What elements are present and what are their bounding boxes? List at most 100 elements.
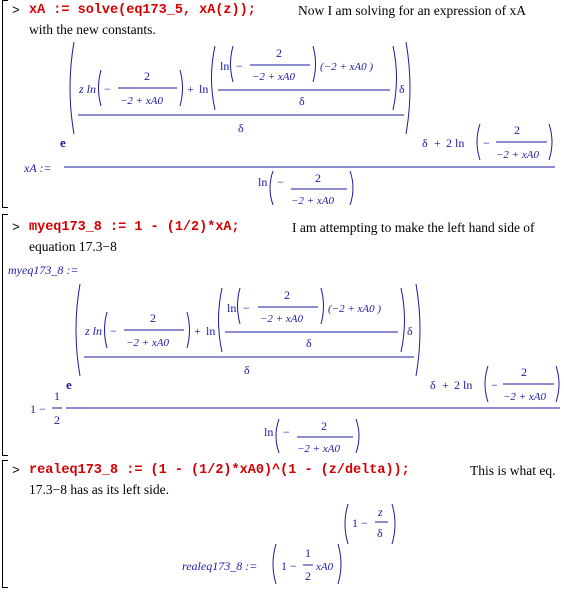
math-glyph: −2 + xA0	[120, 95, 163, 107]
parenthesis	[218, 287, 223, 353]
math-glyph: δ	[377, 526, 383, 540]
math-glyph: ln	[264, 425, 273, 439]
math-output: xA := e z ln − 2 −2 + xA0 + ln ln − 2 −2…	[23, 41, 555, 207]
math-glyph: 1	[305, 546, 311, 560]
math-glyph: −	[104, 82, 111, 96]
parenthesis	[548, 123, 553, 161]
parenthesis	[211, 45, 216, 111]
math-glyph: δ	[306, 336, 312, 350]
parenthesis	[392, 45, 397, 111]
math-output: myeq173_8 := 1 − 1 2 e z ln − 2 −2 + xA0…	[8, 263, 560, 455]
math-glyph: δ	[238, 121, 244, 135]
command-group-2: > myeq173_8 := 1 - (1/2)*xA; I am attemp…	[2, 214, 562, 456]
comment-text[interactable]: I am attempting to make the left hand si…	[292, 220, 535, 235]
math-glyph: 1 −	[30, 402, 46, 416]
math-glyph: 1 −	[352, 516, 368, 530]
math-glyph: 2	[521, 365, 527, 379]
math-glyph: +	[434, 136, 441, 150]
math-glyph: 2	[305, 569, 311, 583]
math-glyph: δ	[299, 94, 305, 108]
math-glyph: 2	[315, 171, 321, 185]
math-glyph: 2	[150, 311, 156, 325]
math-glyph: ln	[199, 82, 208, 96]
math-glyph: 2	[321, 419, 327, 433]
parenthesis	[344, 503, 349, 545]
command-group-1: > xA := solve(eq173_5, xA(z)); Now I am …	[2, 0, 562, 208]
math-glyph: +	[442, 378, 449, 392]
math-glyph: δ	[407, 324, 413, 338]
execution-group-bracket[interactable]	[2, 214, 8, 456]
parenthesis	[476, 123, 481, 161]
comment-text[interactable]: Now I am solving for an expression of xA	[298, 3, 526, 18]
parenthesis	[98, 69, 102, 107]
parenthesis	[104, 311, 108, 349]
parenthesis	[312, 45, 316, 83]
math-glyph: 2	[514, 123, 520, 137]
math-glyph: (−2 + xA0 )	[328, 303, 381, 315]
math-glyph: 2	[276, 46, 282, 60]
input-prompt: >	[12, 3, 20, 18]
execution-group-bracket[interactable]	[2, 460, 8, 588]
output-lhs: myeq173_8 :=	[8, 263, 78, 277]
command-input[interactable]: myeq173_8 := 1 - (1/2)*xA;	[29, 220, 240, 235]
comment-text-continued[interactable]: equation 17.3−8	[29, 239, 117, 254]
math-glyph: −	[236, 59, 243, 73]
parenthesis	[555, 365, 560, 403]
math-glyph: 2	[54, 413, 60, 427]
math-glyph: −	[483, 136, 490, 150]
exp-e: e	[66, 377, 72, 392]
math-glyph: −	[283, 425, 290, 439]
comment-text[interactable]: This is what eq.	[470, 463, 556, 478]
math-glyph: −2 + xA0	[260, 313, 303, 325]
parenthesis	[237, 287, 241, 325]
math-glyph: 1	[54, 389, 60, 403]
math-glyph: z ln	[84, 324, 102, 338]
parenthesis	[355, 418, 360, 454]
parenthesis	[69, 41, 75, 135]
parenthesis	[337, 543, 342, 585]
output-lhs: xA :=	[23, 161, 52, 175]
math-glyph: 2 ln	[454, 378, 472, 392]
math-glyph: −2 + xA0	[291, 195, 334, 207]
parenthesis	[75, 283, 81, 377]
math-glyph: (−2 + xA0 )	[320, 61, 373, 73]
parenthesis	[415, 283, 421, 377]
math-glyph: −2 + xA0	[252, 71, 295, 83]
parenthesis	[405, 41, 411, 135]
math-glyph: ln	[206, 324, 215, 338]
math-glyph: −	[491, 378, 498, 392]
math-glyph: −	[110, 324, 117, 338]
comment-text-continued[interactable]: with the new constants.	[29, 22, 156, 37]
math-glyph: 2	[144, 69, 150, 83]
parenthesis	[484, 365, 489, 403]
parenthesis	[275, 418, 280, 454]
math-glyph: −2 + xA0	[496, 149, 539, 161]
math-glyph: ln	[220, 59, 229, 73]
input-prompt: >	[12, 220, 20, 235]
z-ln: z ln	[78, 82, 96, 96]
command-input[interactable]: realeq173_8 := (1 - (1/2)*xA0)^(1 - (z/d…	[29, 463, 410, 478]
math-glyph: −2 + xA0	[126, 337, 169, 349]
output-lhs: realeq173_8 :=	[182, 559, 257, 573]
comment-text-continued[interactable]: 17.3−8 has as its left side.	[29, 482, 169, 497]
input-prompt: >	[12, 463, 20, 478]
parenthesis	[186, 311, 190, 349]
command-group-3: > realeq173_8 := (1 - (1/2)*xA0)^(1 - (z…	[2, 460, 562, 588]
math-glyph: δ	[244, 363, 250, 377]
math-glyph: z	[377, 505, 383, 519]
math-glyph: 2 ln	[446, 136, 464, 150]
math-glyph: ln	[227, 301, 236, 315]
math-glyph: 2	[284, 288, 290, 302]
parenthesis	[179, 69, 183, 107]
execution-group-bracket[interactable]	[2, 0, 8, 208]
parenthesis	[400, 287, 405, 353]
command-input[interactable]: xA := solve(eq173_5, xA(z));	[29, 3, 256, 18]
math-output: realeq173_8 := 1 − 1 2 xA0 1 − z δ	[182, 503, 396, 585]
exp-e: e	[60, 135, 66, 150]
parenthesis	[272, 543, 277, 585]
math-glyph: 1 −	[281, 559, 297, 573]
math-glyph: δ	[422, 136, 428, 150]
math-glyph: −	[243, 301, 250, 315]
parenthesis	[349, 170, 354, 206]
math-glyph: +	[194, 324, 201, 338]
